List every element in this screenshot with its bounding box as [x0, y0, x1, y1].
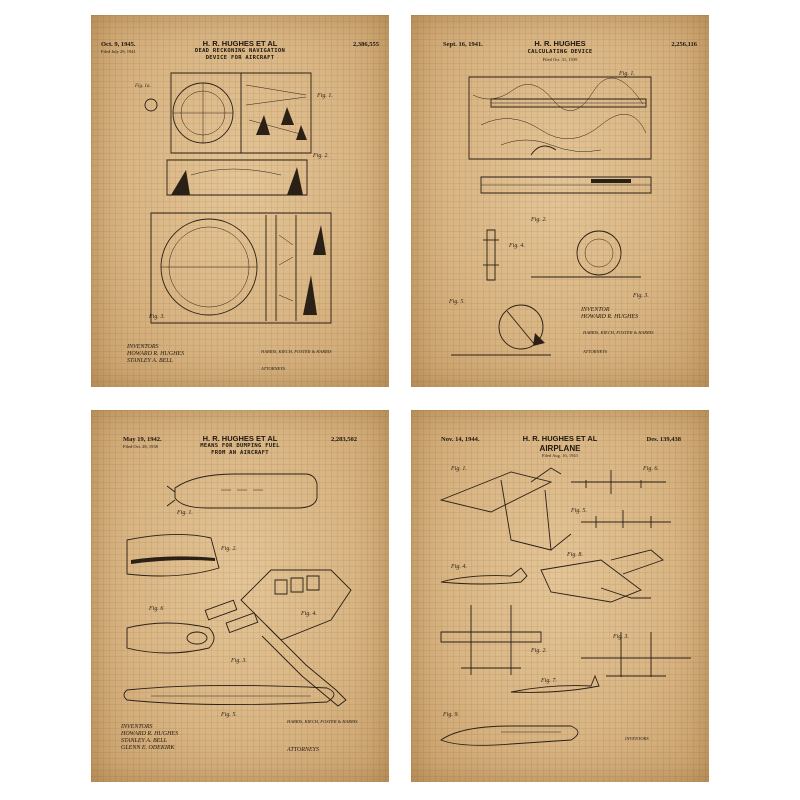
svg-text:Fig. 3.: Fig. 3. — [148, 314, 165, 320]
patent-title: MEANS FOR DUMPING FUEL — [200, 443, 280, 449]
patent-filed: Filed July 29, 1941 — [101, 49, 136, 54]
attorneys-label: ATTORNEYS — [287, 747, 320, 753]
inventors-block: INVENTORS — [625, 735, 649, 742]
attorneys-label: ATTORNEYS — [583, 349, 608, 354]
inventors-block: INVENTOR HOWARD R. HUGHES — [581, 307, 638, 321]
patent-number: 2,283,502 — [331, 436, 357, 443]
svg-text:Fig. 4.: Fig. 4. — [508, 242, 525, 249]
patent-date: Oct. 9, 1945. — [101, 41, 136, 48]
svg-text:Fig. 2.: Fig. 2. — [312, 153, 329, 159]
inventor-name: GLENN E. ODEKIRK — [121, 745, 175, 751]
patent-drawing-navigation: Fig. 1. Fig. 1a. Fig. 2. Fig. 3. — [134, 15, 333, 387]
inventor-name: HOWARD R. HUGHES — [581, 314, 639, 320]
svg-text:Fig. 4.: Fig. 4. — [300, 610, 317, 617]
svg-text:Fig. 3.: Fig. 3. — [632, 293, 649, 299]
patent-number: Des. 139,438 — [646, 436, 681, 443]
patent-title: DEAD RECKONING NAVIGATION — [194, 48, 286, 54]
inventors-label: INVENTOR — [581, 307, 610, 313]
attorneys-block: HARRIS, KIECH, FOSTER & HARRIS ATTORNEYS — [287, 718, 358, 754]
svg-text:Fig. 6.: Fig. 6. — [642, 466, 659, 472]
svg-text:Fig. 2.: Fig. 2. — [220, 546, 237, 552]
patent-inventor: H. R. HUGHES ET AL — [522, 434, 598, 443]
patent-drawing-calculator: Fig. 1. Fig. 2. Fig. 4. Fig. 3. Fig. 5. — [448, 71, 709, 387]
svg-text:Fig. 7.: Fig. 7. — [540, 678, 557, 684]
svg-text:Fig. 5.: Fig. 5. — [220, 712, 237, 718]
svg-text:Fig. 2.: Fig. 2. — [530, 217, 547, 223]
svg-text:Fig. 1.: Fig. 1. — [316, 93, 333, 99]
patent-date: Nov. 14, 1944. — [441, 436, 480, 443]
inventors-block: INVENTORS HOWARD R. HUGHES STANLEY A. BE… — [121, 724, 178, 752]
svg-text:Fig. 5.: Fig. 5. — [570, 508, 587, 514]
attorney-firm: HARRIS, KIECH, FOSTER & HARRIS — [287, 719, 358, 724]
patent-filed: Filed Oct. 31, 1939 — [542, 57, 578, 62]
inventors-label: INVENTORS — [127, 344, 159, 350]
inventors-label: INVENTORS — [625, 736, 649, 741]
patent-inventor: H. R. HUGHES — [534, 39, 586, 48]
inventor-name: STANLEY A. BELL — [121, 738, 167, 744]
svg-text:Fig. 8.: Fig. 8. — [566, 552, 583, 558]
patent-print-airplane[interactable]: Nov. 14, 1944. H. R. HUGHES ET AL Des. 1… — [411, 410, 709, 782]
attorney-firm: HARRIS, KIECH, FOSTER & HARRIS — [261, 349, 332, 354]
patent-date: Sept. 16, 1941. — [443, 41, 483, 48]
patent-filed: Filed Aug. 16, 1943 — [542, 453, 578, 458]
attorneys-block: HARRIS, KIECH, FOSTER & HARRIS ATTORNEYS — [583, 329, 654, 355]
patent-inventor: H. R. HUGHES ET AL — [202, 39, 278, 48]
patent-drawing-airplane: Fig. 1. Fig. 6. Fig. 5. Fig. 4. Fig. 8. … — [411, 466, 709, 782]
inventor-name: HOWARD R. HUGHES — [121, 731, 179, 737]
patent-print-fuel-dumping[interactable]: May 19, 1942. H. R. HUGHES ET AL 2,283,5… — [91, 410, 389, 782]
inventor-name: STANLEY A. BELL — [127, 358, 173, 364]
svg-text:Fig. 5.: Fig. 5. — [448, 299, 465, 305]
patent-number: 2,386,555 — [353, 41, 379, 48]
attorneys-label: ATTORNEYS — [261, 366, 286, 371]
svg-text:Fig. 4.: Fig. 4. — [450, 563, 467, 570]
patent-print-navigation-device[interactable]: Oct. 9, 1945. H. R. HUGHES ET AL 2,386,5… — [91, 15, 389, 387]
svg-text:Fig. 6: Fig. 6 — [148, 606, 163, 612]
patent-title: CALCULATING DEVICE — [527, 49, 593, 55]
patent-title: AIRPLANE — [539, 444, 581, 453]
svg-text:Fig. 2.: Fig. 2. — [530, 648, 547, 654]
inventors-label: INVENTORS — [121, 724, 153, 730]
svg-text:Fig. 1.: Fig. 1. — [618, 71, 635, 77]
svg-text:Fig. 1.: Fig. 1. — [450, 466, 467, 472]
patent-print-calculating-device[interactable]: Sept. 16, 1941. H. R. HUGHES 2,256,116 C… — [411, 15, 709, 387]
attorney-firm: HARRIS, KIECH, FOSTER & HARRIS — [583, 330, 654, 335]
svg-text:Fig. 3.: Fig. 3. — [230, 658, 247, 664]
inventor-name: HOWARD R. HUGHES — [127, 351, 185, 357]
patent-date: May 19, 1942. — [123, 436, 162, 443]
inventors-block: INVENTORS HOWARD R. HUGHES STANLEY A. BE… — [127, 344, 184, 365]
patent-number: 2,256,116 — [671, 41, 697, 48]
patent-filed: Filed Oct. 28, 1938 — [123, 444, 158, 449]
patent-subtitle: DEVICE FOR AIRCRAFT — [205, 55, 275, 61]
svg-text:Fig. 9.: Fig. 9. — [442, 712, 459, 718]
attorneys-block: HARRIS, KIECH, FOSTER & HARRIS ATTORNEYS — [261, 348, 332, 372]
patent-drawing-fuel-dumping: Fig. 1. Fig. 2. Fig. 4. Fig. 6 Fig. 3. F… — [91, 410, 389, 718]
patent-inventor: H. R. HUGHES ET AL — [202, 434, 278, 443]
svg-text:Fig. 1.: Fig. 1. — [176, 510, 193, 516]
svg-text:Fig. 1a.: Fig. 1a. — [134, 84, 151, 89]
patent-subtitle: FROM AN AIRCRAFT — [211, 450, 269, 456]
svg-text:Fig. 3.: Fig. 3. — [612, 634, 629, 640]
